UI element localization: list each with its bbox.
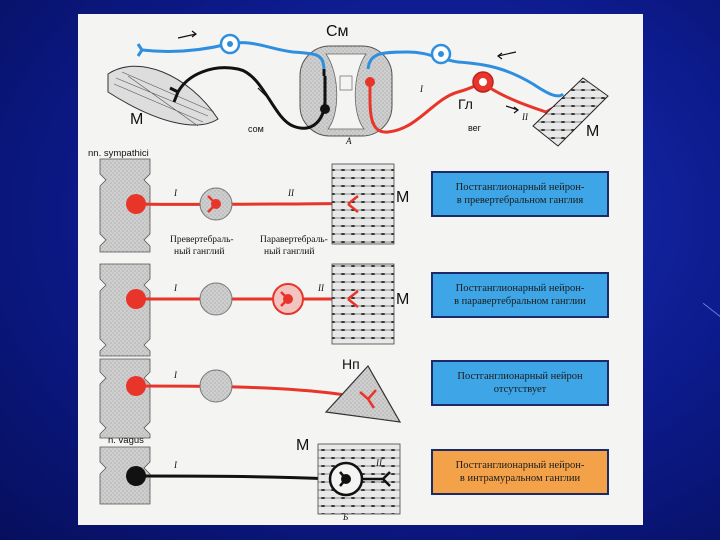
diagram-panel: См М сом А Гл вег I II М nn. sympathici …: [78, 14, 643, 525]
box1-line1: Постганглионарный нейрон-: [455, 182, 585, 193]
row3-label-i: I: [173, 370, 178, 380]
box3-line1: Постганглионарный нейрон: [457, 371, 583, 382]
label-muscle-right: М: [586, 123, 599, 140]
top-reflex-diagram: См М сом А Гл вег I II М: [107, 23, 609, 147]
label-a: А: [345, 136, 352, 146]
label-somatic: сом: [248, 124, 264, 134]
row4-effector: М: [296, 437, 309, 454]
row2-label-i: I: [173, 283, 178, 293]
row-paravertebral: I II М: [99, 263, 409, 357]
vegetative-preganglionic-fiber: [368, 80, 484, 134]
label-prevertebral-2: ный ганглий: [174, 246, 224, 257]
background-streak: [702, 302, 720, 323]
label-fiber-i: I: [419, 84, 424, 94]
row3-effector: Нп: [342, 356, 360, 372]
info-box-absent: Постганглионарный нейрон отсутствует: [431, 360, 609, 406]
label-muscle-left: М: [130, 111, 143, 128]
row4-label-i: I: [173, 460, 178, 470]
label-spinal-cord: См: [326, 23, 349, 40]
box3-line2: отсутствует: [493, 384, 547, 395]
box4-line1: Постганглионарный нейрон-: [455, 460, 585, 471]
info-box-intramural: Постганглионарный нейрон- в интрамуральн…: [431, 449, 609, 495]
label-paravertebral-2: ный ганглий: [264, 246, 314, 257]
label-prevertebral-1: Превертебраль-: [170, 234, 234, 245]
row-intramural: n. vagus I II М Б: [99, 435, 401, 522]
label-sympathetic: nn. sympathici: [88, 148, 149, 159]
spinal-cord: [299, 45, 393, 137]
info-box-prevertebral: Постганглионарный нейрон- в превертебрал…: [431, 171, 609, 217]
box4-line2: в интрамуральном ганглии: [459, 473, 581, 484]
label-paravertebral-1: Паравертебраль-: [260, 234, 328, 245]
box2-line1: Постганглионарный нейрон-: [455, 283, 585, 294]
somatic-motor-fiber: [176, 66, 327, 130]
box2-line2: в паравертебральном ганглии: [454, 296, 586, 307]
label-b: Б: [342, 512, 349, 522]
label-vegetative: вег: [468, 123, 482, 133]
label-vagus: n. vagus: [108, 435, 144, 446]
label-fiber-ii: II: [521, 112, 529, 122]
row1-effector: М: [396, 189, 409, 206]
row-prevertebral: nn. sympathici I II М Превертебраль- ный…: [88, 148, 409, 257]
smooth-muscle-right: [532, 77, 609, 147]
afferent-fiber: [141, 41, 326, 70]
row2-effector: М: [396, 291, 409, 308]
label-ganglion: Гл: [458, 96, 473, 112]
row4-label-ii: II: [375, 458, 383, 468]
row2-label-ii: II: [317, 283, 325, 293]
info-box-paravertebral: Постганглионарный нейрон- в паравертебра…: [431, 272, 609, 318]
skeletal-muscle-left: [107, 65, 219, 127]
row-no-postganglionic: I Нп: [99, 356, 402, 439]
row1-label-ii: II: [287, 188, 295, 198]
row1-label-i: I: [173, 188, 178, 198]
box1-line2: в превертебральном ганглия: [456, 195, 584, 206]
autonomic-reflex-diagram: См М сом А Гл вег I II М nn. sympathici …: [88, 23, 609, 522]
